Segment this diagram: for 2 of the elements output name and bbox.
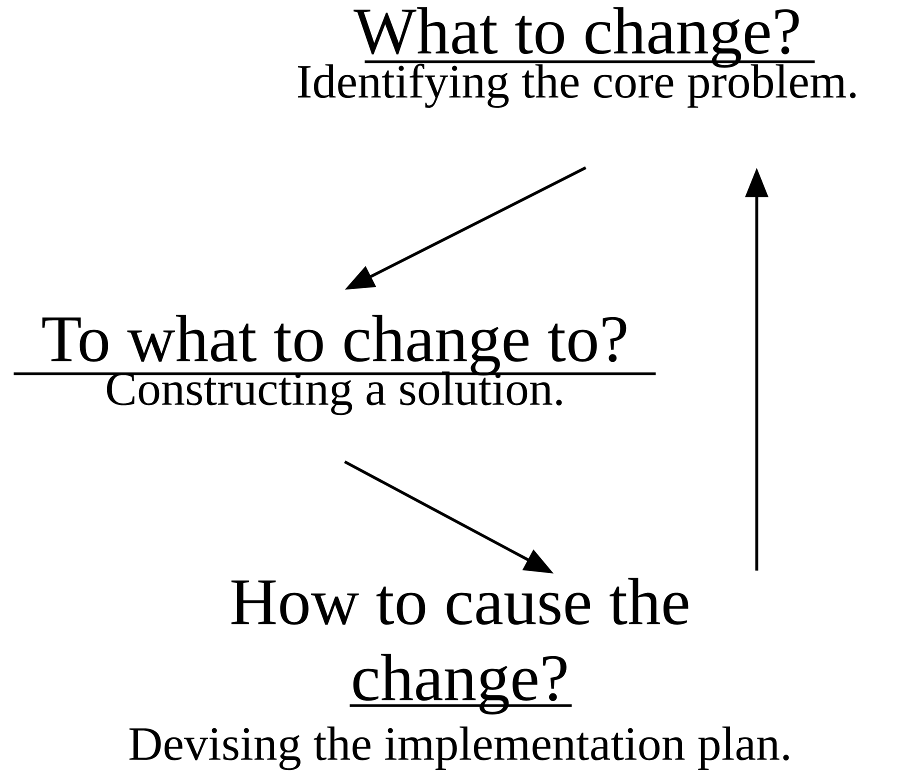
description: Devising the implementation plan. — [129, 726, 789, 770]
heading: How to cause the change? — [231, 578, 688, 714]
